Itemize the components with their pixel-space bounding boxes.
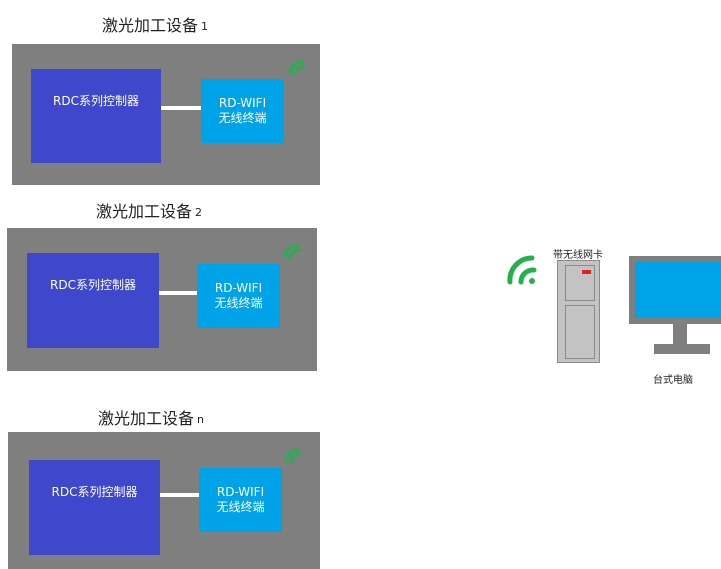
connection-line: [159, 291, 197, 295]
wifi-signal-icon: [283, 244, 302, 261]
laser-device-n: RDC系列控制器 RD-WIFI 无线终端: [8, 432, 320, 569]
rd-wifi-terminal: RD-WIFI 无线终端: [199, 468, 282, 532]
connection-line: [161, 106, 201, 110]
monitor: [629, 256, 721, 324]
device-title-text: 激光加工设备: [98, 409, 195, 428]
computer-label: 台式电脑: [653, 375, 693, 386]
terminal-label-line1: RD-WIFI: [218, 96, 267, 110]
controller-label: RDC系列控制器: [51, 485, 138, 499]
tower-bottom-bay: [565, 305, 595, 359]
pc-wifi-signal-icon: [507, 255, 537, 285]
connection-line: [160, 493, 199, 497]
device-title-text: 激光加工设备: [102, 16, 199, 35]
device-index: 2: [195, 206, 203, 219]
controller-label: RDC系列控制器: [53, 94, 139, 108]
rd-wifi-terminal: RD-WIFI 无线终端: [201, 79, 284, 143]
rdc-controller: RDC系列控制器: [29, 460, 160, 555]
terminal-label-line2: 无线终端: [214, 296, 263, 310]
device-index: 1: [201, 20, 209, 33]
rd-wifi-terminal: RD-WIFI 无线终端: [197, 264, 280, 328]
rdc-controller: RDC系列控制器: [31, 69, 161, 163]
controller-label: RDC系列控制器: [50, 278, 136, 292]
device-index: n: [197, 413, 204, 426]
wifi-signal-icon: [284, 448, 303, 465]
terminal-label-line2: 无线终端: [216, 500, 265, 514]
monitor-neck: [673, 324, 687, 344]
laser-device-1: RDC系列控制器 RD-WIFI 无线终端: [12, 44, 320, 185]
device-title-text: 激光加工设备: [96, 202, 193, 221]
nic-label: 带无线网卡: [553, 250, 603, 261]
wifi-signal-icon: [288, 60, 307, 77]
monitor-screen: [635, 262, 721, 318]
pc-tower: [557, 260, 600, 363]
laser-device-2: RDC系列控制器 RD-WIFI 无线终端: [7, 228, 317, 371]
monitor-base: [654, 344, 710, 354]
terminal-label-line2: 无线终端: [218, 111, 267, 125]
terminal-label-line1: RD-WIFI: [214, 281, 263, 295]
rdc-controller: RDC系列控制器: [27, 253, 159, 348]
power-led: [582, 270, 591, 274]
terminal-label-line1: RD-WIFI: [216, 485, 265, 499]
